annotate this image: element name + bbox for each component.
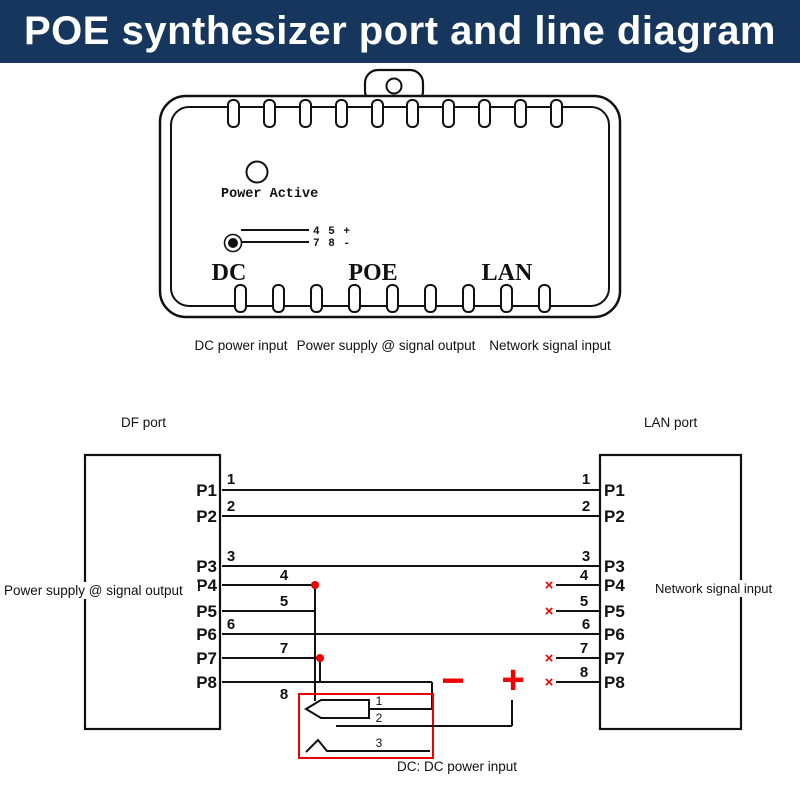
left-pins: P1 P2 P3 P4 P5 P6 P7 P8: [196, 481, 217, 692]
left-pin-p7: P7: [196, 649, 217, 668]
right-pin-p5: P5: [604, 602, 625, 621]
vent-slot: [550, 99, 563, 128]
vent-slot: [335, 99, 348, 128]
vent-slot: [348, 284, 361, 313]
minus-sign: −: [441, 659, 464, 703]
right-pin-p4: P4: [604, 576, 625, 595]
cut-marks: × × × ×: [545, 577, 554, 691]
df-port-label: DF port: [121, 415, 166, 430]
wire-number: 7: [580, 640, 588, 657]
wiring-diagram: DF port LAN port P1 P2 P3 P4 P5 P6 P7 P8…: [2, 415, 775, 774]
cut-mark-8-icon: ×: [545, 674, 554, 691]
wire-number: 8: [280, 686, 288, 703]
wires: [222, 489, 600, 709]
vent-slot: [234, 284, 247, 313]
cut-mark-5-icon: ×: [545, 603, 554, 620]
df-side-label: Power supply @ signal output: [4, 583, 183, 598]
mounting-hole-icon: [385, 77, 403, 95]
caption-dc-input: DC power input: [194, 338, 287, 353]
right-pin-p7: P7: [604, 649, 625, 668]
vent-slot: [424, 284, 437, 313]
vent-slot: [371, 99, 384, 128]
dc-jack-icon: [223, 229, 309, 253]
wire-numbers-left: 1 2 3 4 5 6 7 8: [227, 471, 289, 703]
caption-lan-input: Network signal input: [489, 338, 611, 353]
vent-slot: [462, 284, 475, 313]
dc-switch-contact-icon: [305, 738, 430, 753]
vent-slot: [272, 284, 285, 313]
wire-number: 4: [280, 567, 289, 584]
vent-slot: [299, 99, 312, 128]
wire-number: 5: [280, 593, 288, 610]
right-pin-p6: P6: [604, 625, 625, 644]
dc-pin-number-1: 1: [376, 694, 383, 708]
wire-number: 1: [582, 471, 590, 488]
dc-caption: DC: DC power input: [397, 759, 517, 774]
right-pin-p1: P1: [604, 481, 625, 500]
dc-connector: 1 2 3: [298, 693, 513, 759]
left-pin-p6: P6: [196, 625, 217, 644]
plus-sign: +: [501, 658, 524, 702]
dc-pin-number-3: 3: [376, 736, 383, 750]
junction-dot-78: [316, 654, 324, 662]
wire-number: 1: [227, 471, 235, 488]
page-title: POE synthesizer port and line diagram: [23, 9, 776, 53]
vent-slot: [227, 99, 240, 128]
right-label-backing: [651, 580, 775, 597]
power-led-icon: [245, 160, 269, 184]
right-pin-p3: P3: [604, 557, 625, 576]
wire-pair-bottom-label: 7 8 -: [313, 238, 351, 250]
wire-number: 2: [227, 498, 235, 515]
vent-slot: [538, 284, 551, 313]
wire-number: 2: [582, 498, 590, 515]
wire-numbers-right: 1 2 3 4 5 6 7 8: [580, 471, 590, 681]
vent-slot: [386, 284, 399, 313]
cut-mark-4-icon: ×: [545, 577, 554, 594]
wire-number: 3: [227, 548, 235, 565]
vent-slot: [263, 99, 276, 128]
right-pins: P1 P2 P3 P4 P5 P6 P7 P8: [604, 481, 625, 692]
vent-slot: [442, 99, 455, 128]
vent-slot: [310, 284, 323, 313]
left-label-backing: [2, 582, 198, 599]
right-pin-p2: P2: [604, 507, 625, 526]
device-outer-shell: [158, 94, 622, 319]
lan-side-label: Network signal input: [655, 581, 772, 596]
dc-pin-number-2: 2: [376, 711, 383, 725]
left-pin-p3: P3: [196, 557, 217, 576]
wire-number: 3: [582, 548, 590, 565]
vent-slot: [478, 99, 491, 128]
lan-port-label: LAN: [482, 260, 533, 286]
device-top-view: Power Active 4 5 + 7 8 - DC POE LAN DC p…: [158, 68, 622, 353]
wire-number: 8: [580, 664, 588, 681]
wire-number: 6: [582, 616, 590, 633]
lan-port-label: LAN port: [644, 415, 698, 430]
right-pin-p8: P8: [604, 673, 625, 692]
vent-slots-bottom: [234, 284, 551, 313]
vent-slots-top: [227, 99, 563, 128]
power-active-label: Power Active: [221, 187, 318, 202]
poe-port-label: POE: [348, 260, 397, 286]
wire-pair-top-label: 4 5 +: [313, 226, 351, 238]
wire-number: 7: [280, 640, 288, 657]
vent-slot: [500, 284, 513, 313]
title-banner: POE synthesizer port and line diagram: [0, 0, 800, 63]
left-pin-p1: P1: [196, 481, 217, 500]
junction-dot-45: [311, 581, 319, 589]
wire-number: 6: [227, 616, 235, 633]
cut-mark-7-icon: ×: [545, 650, 554, 667]
caption-poe-output: Power supply @ signal output: [297, 338, 476, 353]
left-pin-p4: P4: [196, 576, 217, 595]
vent-slot: [406, 99, 419, 128]
dc-port-label: DC: [212, 260, 247, 286]
left-pin-p2: P2: [196, 507, 217, 526]
wire-number: 4: [580, 567, 589, 584]
left-pin-p5: P5: [196, 602, 217, 621]
dc-center-pin-icon: [304, 699, 370, 719]
left-pin-p8: P8: [196, 673, 217, 692]
vent-slot: [514, 99, 527, 128]
wire-number: 5: [580, 593, 588, 610]
jack-pin-dot: [228, 238, 238, 248]
